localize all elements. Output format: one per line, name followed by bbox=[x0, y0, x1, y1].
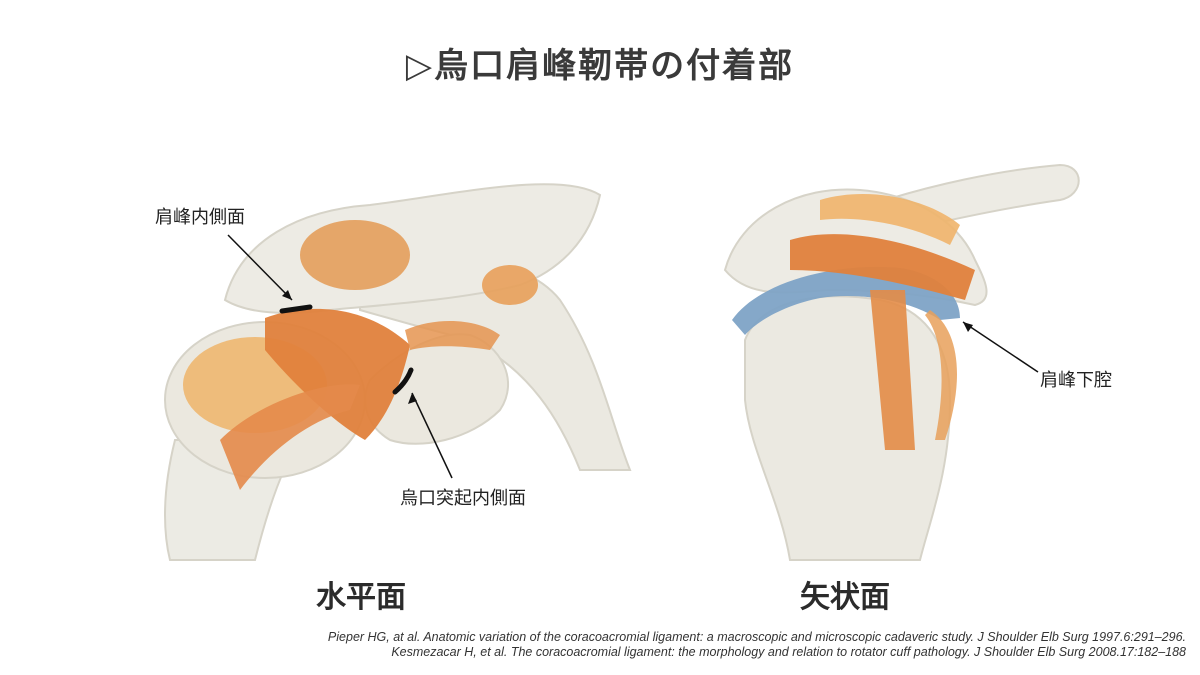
ligament-highlight bbox=[820, 194, 960, 245]
acromion-attachment-marker bbox=[279, 304, 313, 314]
coracoacromial-ligament bbox=[265, 308, 410, 440]
acromion-leader bbox=[227, 234, 293, 301]
caption-axial: 水平面 bbox=[316, 580, 406, 615]
tendon-lateral bbox=[925, 310, 957, 440]
subacromial-leader-arrowhead bbox=[963, 322, 973, 332]
caption-sagittal: 矢状面 bbox=[800, 580, 890, 615]
humerus-sagittal bbox=[744, 295, 952, 561]
label-subacromial-space: 肩峰下腔 bbox=[1040, 370, 1112, 391]
subacromial-leader bbox=[962, 321, 1039, 373]
label-acromion-medial: 肩峰内側面 bbox=[155, 207, 245, 228]
tendon-vertical bbox=[870, 290, 915, 450]
coracoid-leader-arrowhead bbox=[408, 393, 417, 404]
right-shoulder-illustration bbox=[723, 163, 1080, 561]
coracoid-tip bbox=[482, 265, 538, 305]
reference-2: Kesmezacar H, et al. The coracoacromial … bbox=[391, 645, 1186, 659]
reference-1: Pieper HG, at al. Anatomic variation of … bbox=[327, 630, 1186, 644]
left-shoulder-illustration bbox=[164, 183, 632, 561]
ligament-band-lower bbox=[220, 384, 360, 490]
label-coracoid-medial: 烏口突起内側面 bbox=[400, 488, 526, 509]
ligament-band-upper bbox=[405, 320, 500, 350]
coracoacromial-ligament-sagittal bbox=[790, 234, 975, 300]
coracoid-leader bbox=[411, 392, 453, 479]
coracoid-attachment-marker bbox=[392, 367, 414, 395]
page-title: ▷烏口肩峰靭帯の付着部 bbox=[405, 46, 795, 86]
acromion-joint bbox=[300, 220, 410, 290]
acromion-leader-arrowhead bbox=[282, 290, 292, 300]
references: Pieper HG, at al. Anatomic variation of … bbox=[328, 630, 1186, 660]
